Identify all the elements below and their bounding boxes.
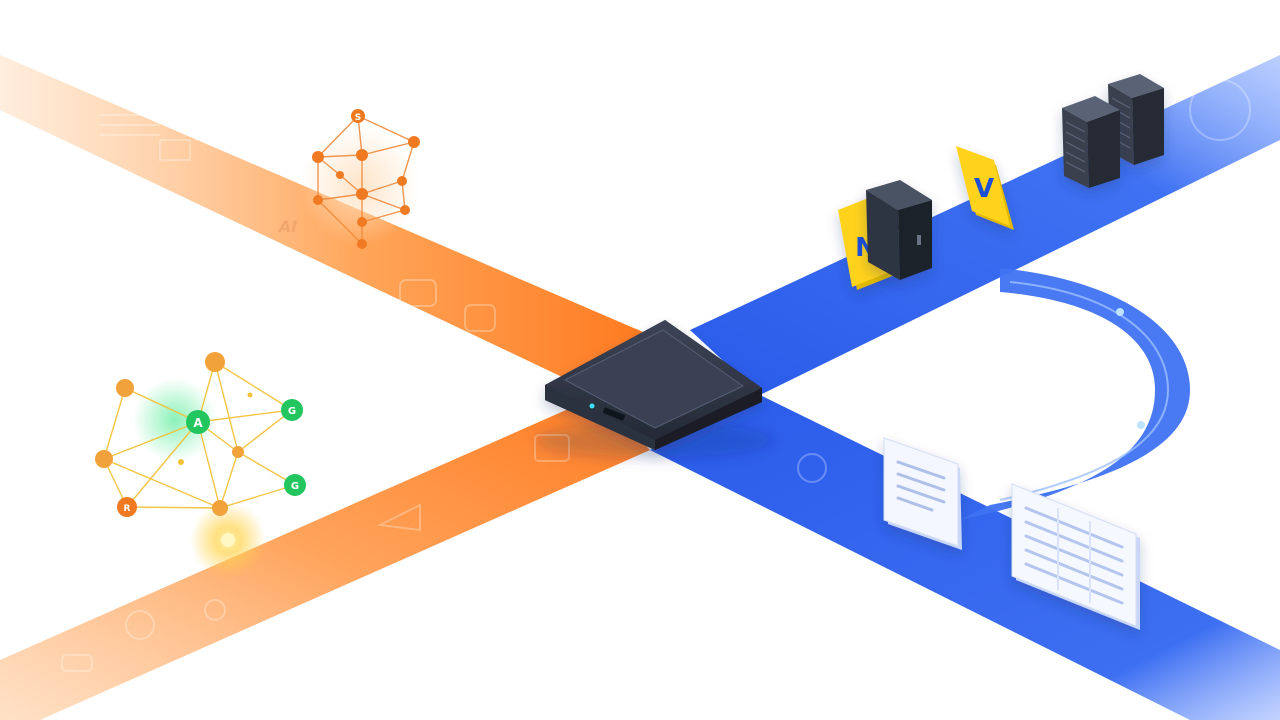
- agent-node-g: [281, 399, 303, 421]
- agent-node-r-label: R: [124, 504, 131, 514]
- table-card-icon: [1011, 483, 1140, 630]
- agent-network-cluster: A G G R: [95, 352, 306, 578]
- gateway-hub: [535, 320, 775, 458]
- blue-data-band-upper: [690, 55, 1280, 395]
- orange-data-band-lower: [0, 395, 650, 720]
- server-tower-icon: [866, 180, 932, 280]
- server-rack-icon: [1062, 96, 1120, 188]
- ghost-monitor-icon: [61, 654, 93, 672]
- loop-dot: [1116, 308, 1124, 316]
- network-node-top-label: S: [355, 113, 361, 123]
- blue-data-band-lower: [650, 395, 1280, 720]
- faint-ghost-icons: [61, 79, 1251, 672]
- agent-node-b: [284, 474, 306, 496]
- ghost-cloud-icon: [125, 610, 155, 640]
- agent-node-g-label: G: [288, 406, 296, 417]
- hub-port: [603, 407, 625, 421]
- ghost-orbit-icon: [1189, 79, 1251, 141]
- ghost-ring-icon: [204, 599, 226, 621]
- ai-label: AI: [277, 217, 297, 236]
- hub-status-light: [589, 403, 595, 409]
- tile-v-label: V: [974, 174, 994, 204]
- ghost-triangle-icon: [376, 503, 421, 532]
- document-card-icon: [883, 437, 962, 550]
- agent-node-a-label: A: [193, 416, 203, 430]
- agent-node-b-label: G: [291, 481, 299, 492]
- agent-node-r: [117, 497, 137, 517]
- agent-node-a: [186, 410, 210, 434]
- loop-dot: [1137, 421, 1145, 429]
- blue-loop-track: [960, 268, 1190, 520]
- ghost-box-icon: [464, 304, 496, 332]
- ai-network-cluster: S AI: [277, 109, 420, 249]
- spark-glow: [221, 533, 235, 547]
- network-node-top: [351, 109, 365, 123]
- ghost-circle-icon: [797, 453, 827, 483]
- v-tile-icon: V: [956, 146, 1014, 230]
- ghost-list-icon: [100, 114, 191, 161]
- ghost-chat-icon: [399, 279, 437, 307]
